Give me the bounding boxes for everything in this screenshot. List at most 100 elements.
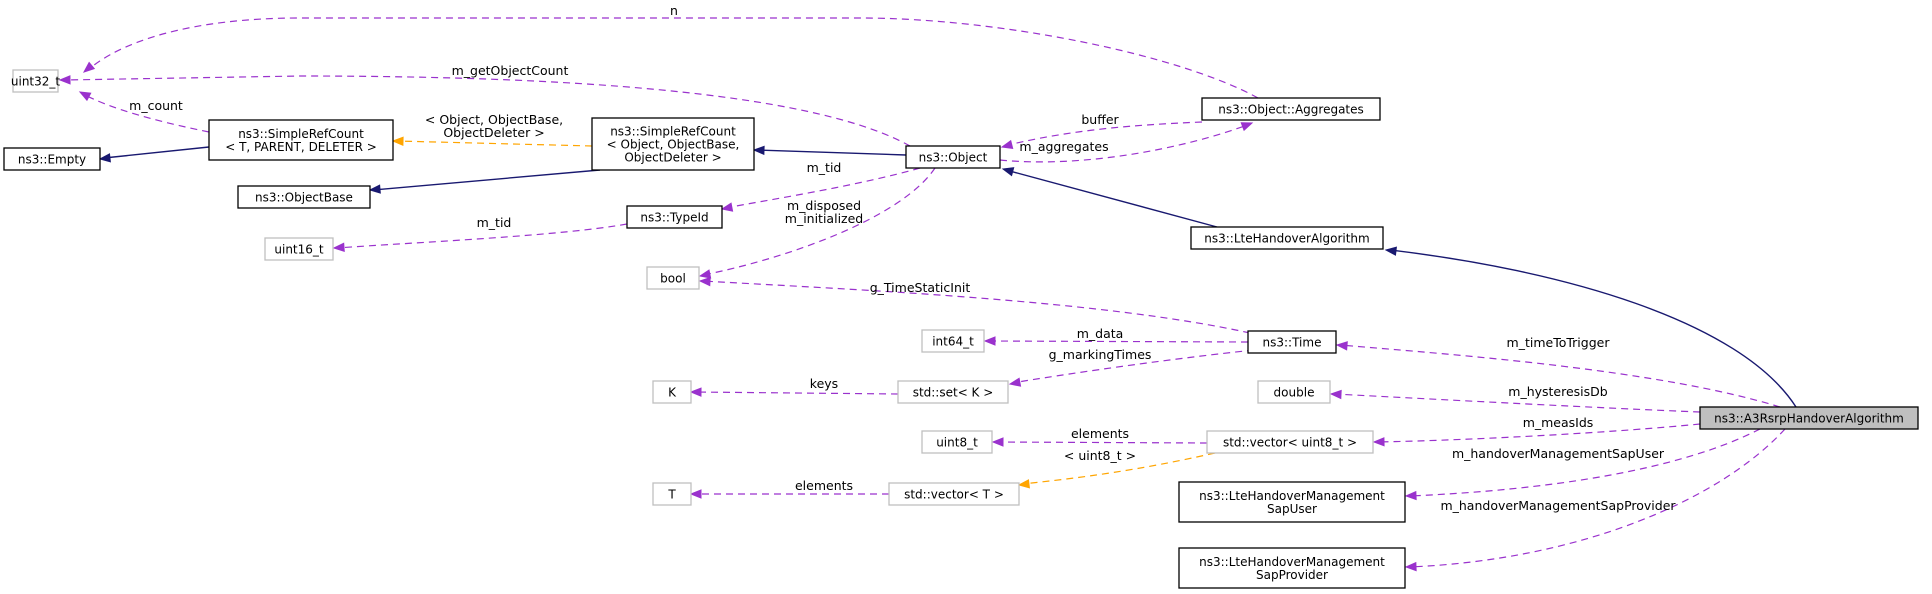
node-box	[208, 119, 394, 161]
edge-template-obj: < Object, ObjectBase,ObjectDeleter >	[391, 112, 593, 147]
node-box	[897, 380, 1009, 404]
edge-label: m_data	[1077, 326, 1124, 341]
node-set-k[interactable]: std::set< K >	[897, 380, 1009, 404]
node-box	[905, 145, 1001, 169]
edge-line	[82, 93, 210, 133]
edge-line	[1376, 423, 1701, 443]
node-label: uint16_t	[274, 243, 324, 257]
arrowhead-icon	[1329, 389, 1342, 400]
node-box	[652, 482, 692, 506]
node-label: < Object, ObjectBase,	[607, 138, 740, 152]
node-box	[1201, 97, 1381, 121]
edge-label: m_handoverManagementSapProvider	[1440, 498, 1676, 513]
node-label: ns3::TypeId	[640, 211, 708, 225]
edge-sapprovider: m_handoverManagementSapProvider	[1404, 428, 1786, 572]
arrowhead-icon	[1384, 246, 1397, 256]
edge-line	[1021, 452, 1216, 485]
edge-label: m_handoverManagementSapUser	[1452, 446, 1665, 461]
node-simplerefcount-t[interactable]: ns3::SimpleRefCount< T, PARENT, DELETER …	[208, 119, 394, 161]
edge-line	[1389, 249, 1797, 408]
arrowhead-icon	[1000, 139, 1014, 150]
node-vector-uint8[interactable]: std::vector< uint8_t >	[1206, 430, 1374, 454]
edge-line	[1005, 169, 1218, 228]
node-lte-ho-alg[interactable]: ns3::LteHandoverAlgorithm	[1190, 226, 1384, 250]
edge-object-src	[752, 145, 907, 156]
node-box	[1178, 481, 1406, 523]
node-box	[264, 237, 334, 261]
arrowhead-icon	[1335, 341, 1348, 351]
edge-lteho-object	[1001, 167, 1218, 228]
edge-aggregates: m_aggregates	[999, 122, 1254, 163]
node-label: ns3::A3RsrpHandoverAlgorithm	[1714, 412, 1904, 426]
node-box	[1190, 226, 1384, 250]
node-label: SapUser	[1267, 502, 1317, 516]
arrowhead-icon	[698, 276, 711, 287]
arrowhead-icon	[689, 387, 702, 397]
edge-label: m_count	[129, 98, 183, 113]
node-aggregates[interactable]: ns3::Object::Aggregates	[1201, 97, 1381, 121]
node-label: SapProvider	[1256, 568, 1328, 582]
edge-template-u8: < uint8_t >	[1017, 448, 1216, 489]
arrowhead-icon	[689, 489, 702, 499]
arrowhead-icon	[391, 136, 404, 147]
arrowhead-icon	[720, 202, 734, 212]
edge-label: elements	[1071, 426, 1129, 441]
node-label: uint32_t	[11, 75, 61, 89]
node-t[interactable]: T	[652, 482, 692, 506]
node-empty[interactable]: ns3::Empty	[3, 147, 101, 171]
edge-markingtimes: g_markingTimes	[1008, 347, 1255, 387]
node-int64-t[interactable]: int64_t	[921, 329, 985, 353]
edge-line	[395, 140, 593, 147]
node-a3rsrp[interactable]: ns3::A3RsrpHandoverAlgorithm	[1699, 406, 1919, 430]
edge-label: m_tid	[477, 215, 512, 230]
node-label: double	[1274, 386, 1315, 400]
edge-label: m_getObjectCount	[452, 63, 569, 78]
arrowhead-icon	[1008, 377, 1022, 387]
node-simplerefcount-obj[interactable]: ns3::SimpleRefCount< Object, ObjectBase,…	[591, 117, 755, 171]
edge-count: m_count	[78, 91, 210, 133]
node-bool[interactable]: bool	[646, 266, 700, 290]
arrowhead-icon	[78, 91, 92, 102]
node-vector-t[interactable]: std::vector< T >	[888, 482, 1020, 506]
edge-tid: m_tid	[720, 160, 921, 212]
node-uint32-t[interactable]: uint32_t	[11, 69, 61, 93]
edge-getobjectcount: m_getObjectCount	[58, 63, 911, 147]
node-double[interactable]: double	[1257, 380, 1331, 404]
edge-label: m_aggregates	[1019, 139, 1108, 154]
node-label: ns3::ObjectBase	[255, 191, 353, 205]
edge-label: m_measIds	[1523, 415, 1594, 430]
node-time[interactable]: ns3::Time	[1247, 330, 1337, 354]
edge-label: m_hysteresisDb	[1508, 384, 1608, 399]
node-label: ns3::Object	[919, 151, 988, 165]
edges-layer: n m_getObjectCount m_count < Object, Object…	[58, 3, 1797, 572]
node-object[interactable]: ns3::Object	[905, 145, 1001, 169]
node-k[interactable]: K	[652, 380, 692, 404]
node-label: ns3::LteHandoverManagement	[1199, 555, 1385, 569]
arrowhead-icon	[368, 184, 381, 194]
node-box	[1699, 406, 1919, 430]
node-label: std::vector< uint8_t >	[1223, 436, 1357, 450]
edge-label: m_tid	[807, 160, 842, 175]
edge-line	[103, 146, 210, 159]
edge-label: buffer	[1081, 112, 1119, 127]
node-uint8-t[interactable]: uint8_t	[921, 430, 993, 454]
edge-line	[756, 149, 907, 156]
edge-label: < uint8_t >	[1064, 448, 1136, 463]
node-box	[12, 69, 59, 93]
node-objectbase[interactable]: ns3::ObjectBase	[237, 185, 371, 209]
edge-staticinit: g_TimeStaticInit	[698, 276, 1251, 334]
node-uint16-t[interactable]: uint16_t	[264, 237, 334, 261]
node-label: int64_t	[932, 335, 974, 349]
edge-elements-u8: elements	[991, 426, 1208, 447]
node-box	[921, 329, 985, 353]
edge-label: n	[670, 3, 678, 18]
edge-line	[1408, 428, 1786, 568]
node-label: K	[668, 386, 677, 400]
node-label: ns3::Empty	[18, 153, 86, 167]
node-box	[1257, 380, 1331, 404]
node-typeid[interactable]: ns3::TypeId	[626, 205, 723, 229]
node-box	[1247, 330, 1337, 354]
